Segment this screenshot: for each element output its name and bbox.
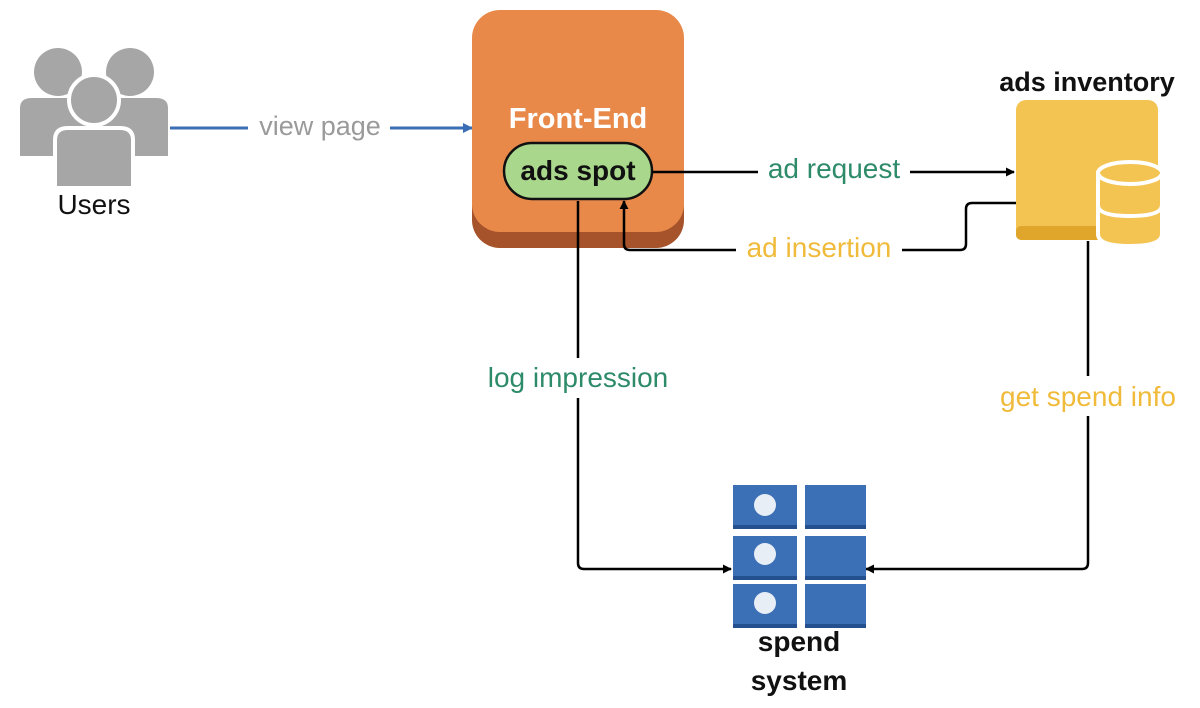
view-page-edge: view page — [170, 108, 473, 144]
get-spend-info-label: get spend info — [1000, 381, 1176, 412]
frontend-label: Front-End — [509, 103, 648, 135]
database-icon — [1016, 100, 1164, 249]
ad-insertion-label: ad insertion — [747, 232, 892, 263]
ad-insertion-edge: ad insertion — [619, 200, 1016, 268]
log-impression-label: log impression — [488, 362, 669, 393]
ad-request-label: ad request — [768, 153, 901, 184]
users-label: Users — [57, 189, 130, 220]
view-page-label: view page — [259, 111, 381, 141]
server-rack-icon — [733, 485, 866, 628]
log-impression-edge: log impression — [474, 201, 732, 574]
users-icon — [20, 48, 168, 190]
ads-spot-label: ads spot — [520, 155, 635, 186]
spend-system-label-line1: spend — [758, 626, 840, 657]
ad-request-edge: ad request — [652, 150, 1015, 188]
spend-system-label-line2: system — [751, 665, 848, 696]
get-spend-info-edge: get spend info — [865, 241, 1190, 574]
ads-inventory-label: ads inventory — [999, 67, 1175, 97]
